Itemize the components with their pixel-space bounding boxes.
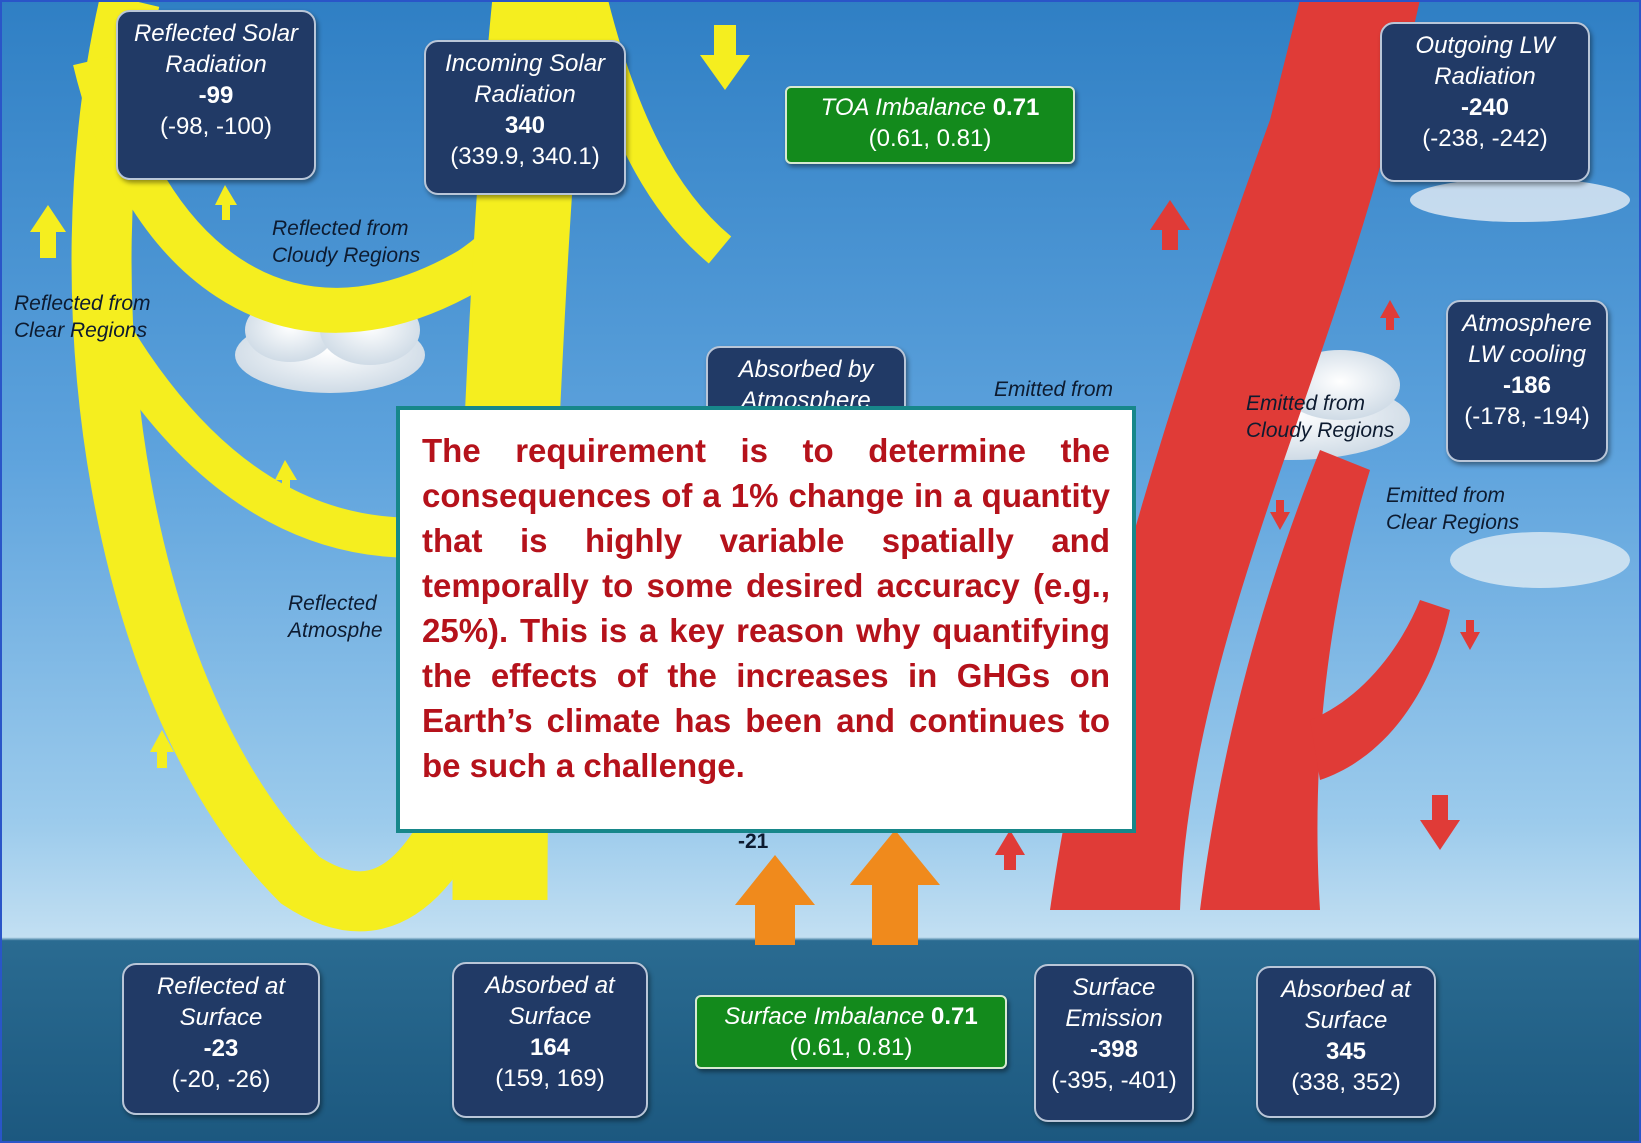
- surface-imbalance-value: 0.71: [931, 1003, 978, 1030]
- toa-imbalance-range: (0.61, 0.81): [868, 125, 992, 152]
- label-line: Emitted from: [1386, 484, 1506, 507]
- reflected-cloudy-label: Reflected from Cloudy Regions: [272, 215, 420, 269]
- box-range: (-20, -26): [171, 1066, 271, 1093]
- surface-imbalance-range: (0.61, 0.81): [789, 1034, 913, 1061]
- toa-imbalance-value: 0.71: [992, 94, 1040, 121]
- reflected-at-surface-box: Reflected at Surface -23 (-20, -26): [122, 963, 320, 1115]
- box-name: Atmosphere: [1462, 310, 1592, 337]
- box-name: Surface: [1304, 1007, 1388, 1034]
- box-name: Radiation: [165, 51, 267, 78]
- box-range: (339.9, 340.1): [450, 143, 600, 170]
- label-line: Clear Regions: [1386, 511, 1520, 534]
- box-range: (-178, -194): [1464, 403, 1590, 430]
- label-line: Cloudy Regions: [272, 244, 421, 267]
- box-name: Absorbed at: [485, 972, 615, 999]
- label-line: Emitted from: [1246, 392, 1366, 415]
- box-name: Surface: [1072, 974, 1156, 1001]
- small-red-arrows: [995, 200, 1480, 870]
- label-line: Reflected from: [14, 292, 151, 315]
- box-value: 345: [1325, 1038, 1367, 1065]
- box-name: LW cooling: [1468, 341, 1586, 368]
- box-value: -23: [203, 1035, 239, 1062]
- longwave-flow: [1050, 0, 1450, 910]
- box-value: -240: [1460, 94, 1510, 121]
- label-line: Cloudy Regions: [1246, 419, 1395, 442]
- label-line: Reflected: [288, 592, 377, 615]
- box-name: Reflected Solar: [133, 20, 299, 47]
- box-value: -398: [1089, 1036, 1139, 1063]
- box-name: Radiation: [474, 81, 576, 108]
- surface-imbalance-box: Surface Imbalance 0.71 (0.61, 0.81): [695, 995, 1007, 1069]
- reflected-solar-radiation-box: Reflected Solar Radiation -99 (-98, -100…: [116, 10, 316, 180]
- absorbed-at-surface-lw-box: Absorbed at Surface 345 (338, 352): [1256, 966, 1436, 1118]
- orange-arrows: [735, 830, 940, 945]
- box-range: (-238, -242): [1422, 125, 1548, 152]
- incoming-solar-radiation-box: Incoming Solar Radiation 340 (339.9, 340…: [424, 40, 626, 195]
- box-range: (338, 352): [1291, 1069, 1401, 1096]
- box-name: Absorbed by: [738, 356, 874, 383]
- emitted-clear-label: Emitted from Clear Regions: [1386, 482, 1519, 536]
- reflected-atmosphere-label: Reflected Atmosphe: [288, 590, 383, 644]
- reflected-clear-label: Reflected from Clear Regions: [14, 290, 151, 344]
- toa-imbalance-box: TOA Imbalance 0.71 (0.61, 0.81): [785, 86, 1075, 164]
- box-value: 164: [529, 1034, 571, 1061]
- outgoing-lw-radiation-box: Outgoing LW Radiation -240 (-238, -242): [1380, 22, 1590, 182]
- box-name: Emission: [1065, 1005, 1163, 1032]
- atmosphere-lw-cooling-box: Atmosphere LW cooling -186 (-178, -194): [1446, 300, 1608, 462]
- box-range: (-98, -100): [159, 113, 273, 140]
- surface-emission-box: Surface Emission -398 (-395, -401): [1034, 964, 1194, 1122]
- callout-text-box: The requirement is to determine the cons…: [396, 406, 1136, 833]
- box-name: Outgoing LW: [1415, 32, 1555, 59]
- box-name: Reflected at: [156, 973, 286, 1000]
- box-name: Surface: [508, 1003, 592, 1030]
- box-name: Incoming Solar: [444, 50, 606, 77]
- box-range: (159, 169): [495, 1065, 605, 1092]
- box-name: Absorbed at: [1281, 976, 1411, 1003]
- surface-imbalance-label: Surface Imbalance: [724, 1003, 925, 1030]
- box-name: Surface: [179, 1004, 263, 1031]
- box-value: 340: [504, 112, 546, 139]
- box-value: -99: [198, 82, 234, 109]
- emitted-from-label: Emitted from: [994, 378, 1114, 401]
- box-name: Radiation: [1434, 63, 1536, 90]
- box-value: -186: [1502, 372, 1552, 399]
- toa-imbalance-label: TOA Imbalance: [820, 94, 987, 121]
- box-range: (-395, -401): [1051, 1067, 1177, 1094]
- partial-value-label: -21: [738, 830, 769, 853]
- label-line: Clear Regions: [14, 319, 148, 342]
- small-yellow-arrows: [30, 25, 750, 768]
- label-line: Reflected from: [272, 217, 409, 240]
- callout-text: The requirement is to determine the cons…: [422, 432, 1110, 784]
- emitted-cloudy-label: Emitted from Cloudy Regions: [1246, 390, 1394, 444]
- absorbed-at-surface-sw-box: Absorbed at Surface 164 (159, 169): [452, 962, 648, 1118]
- label-line: Atmosphe: [288, 619, 383, 642]
